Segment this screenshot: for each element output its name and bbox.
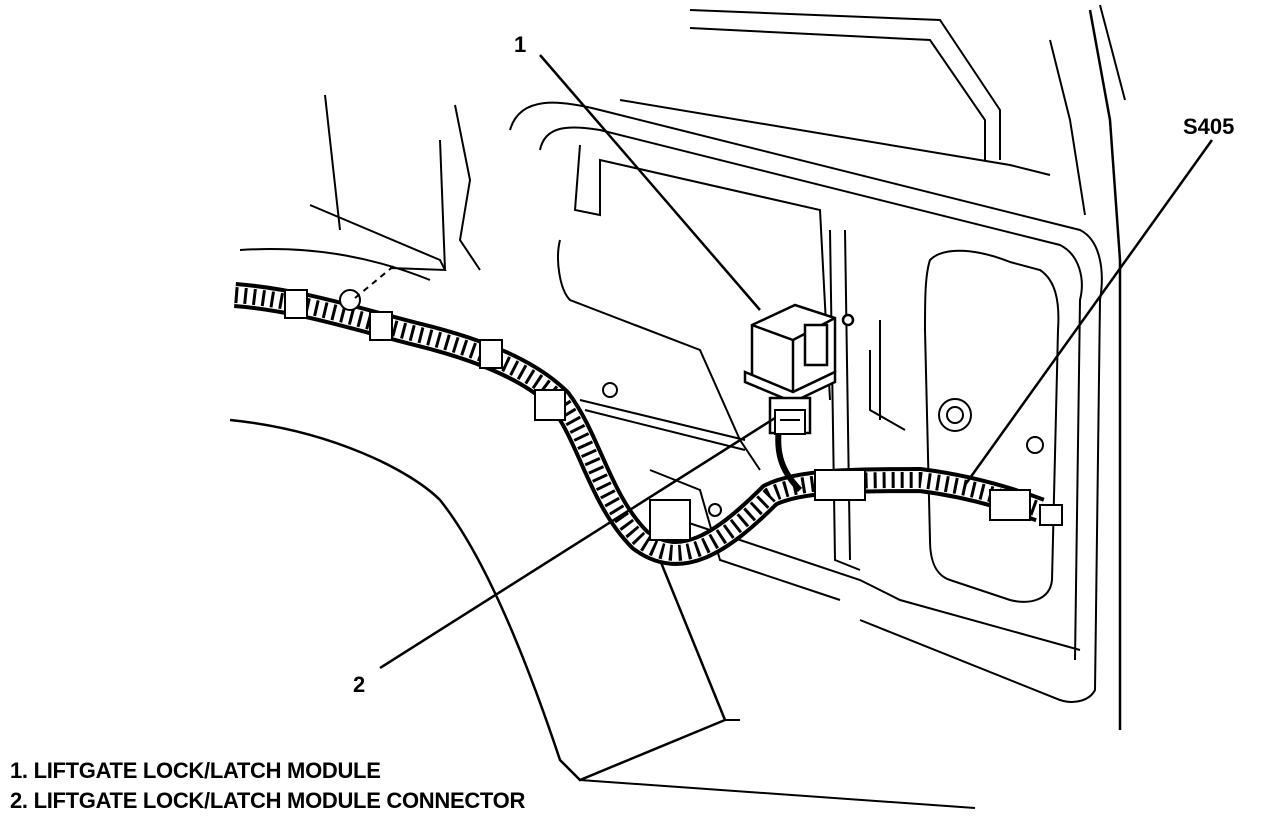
callout-label-1: 1 [514, 32, 526, 57]
legend-label: LIFTGATE LOCK/LATCH MODULE CONNECTOR [33, 788, 526, 813]
legend-item-2: 2. LIFTGATE LOCK/LATCH MODULE CONNECTOR [10, 786, 525, 816]
legend-label: LIFTGATE LOCK/LATCH MODULE [33, 758, 381, 783]
legend-number: 2. [10, 788, 28, 813]
legend-item-1: 1. LIFTGATE LOCK/LATCH MODULE [10, 756, 525, 786]
legend-number: 1. [10, 758, 28, 783]
callout-leaders [379, 54, 1214, 670]
liftgate-lock-latch-module-connector [774, 409, 806, 435]
fastener-guide [354, 264, 396, 299]
callout-label-2: 2 [353, 672, 365, 697]
wiring-harness [233, 282, 1045, 566]
leader-2 [379, 416, 776, 670]
leader-1 [539, 54, 761, 311]
liftgate-lock-latch-module [743, 303, 855, 435]
component-legend: 1. LIFTGATE LOCK/LATCH MODULE 2. LIFTGAT… [10, 756, 525, 816]
callout-label-s405: S405 [1183, 114, 1234, 139]
leader-s405 [963, 139, 1214, 486]
vehicle-body-outline [229, 4, 1126, 809]
harness-clips [284, 289, 1063, 541]
